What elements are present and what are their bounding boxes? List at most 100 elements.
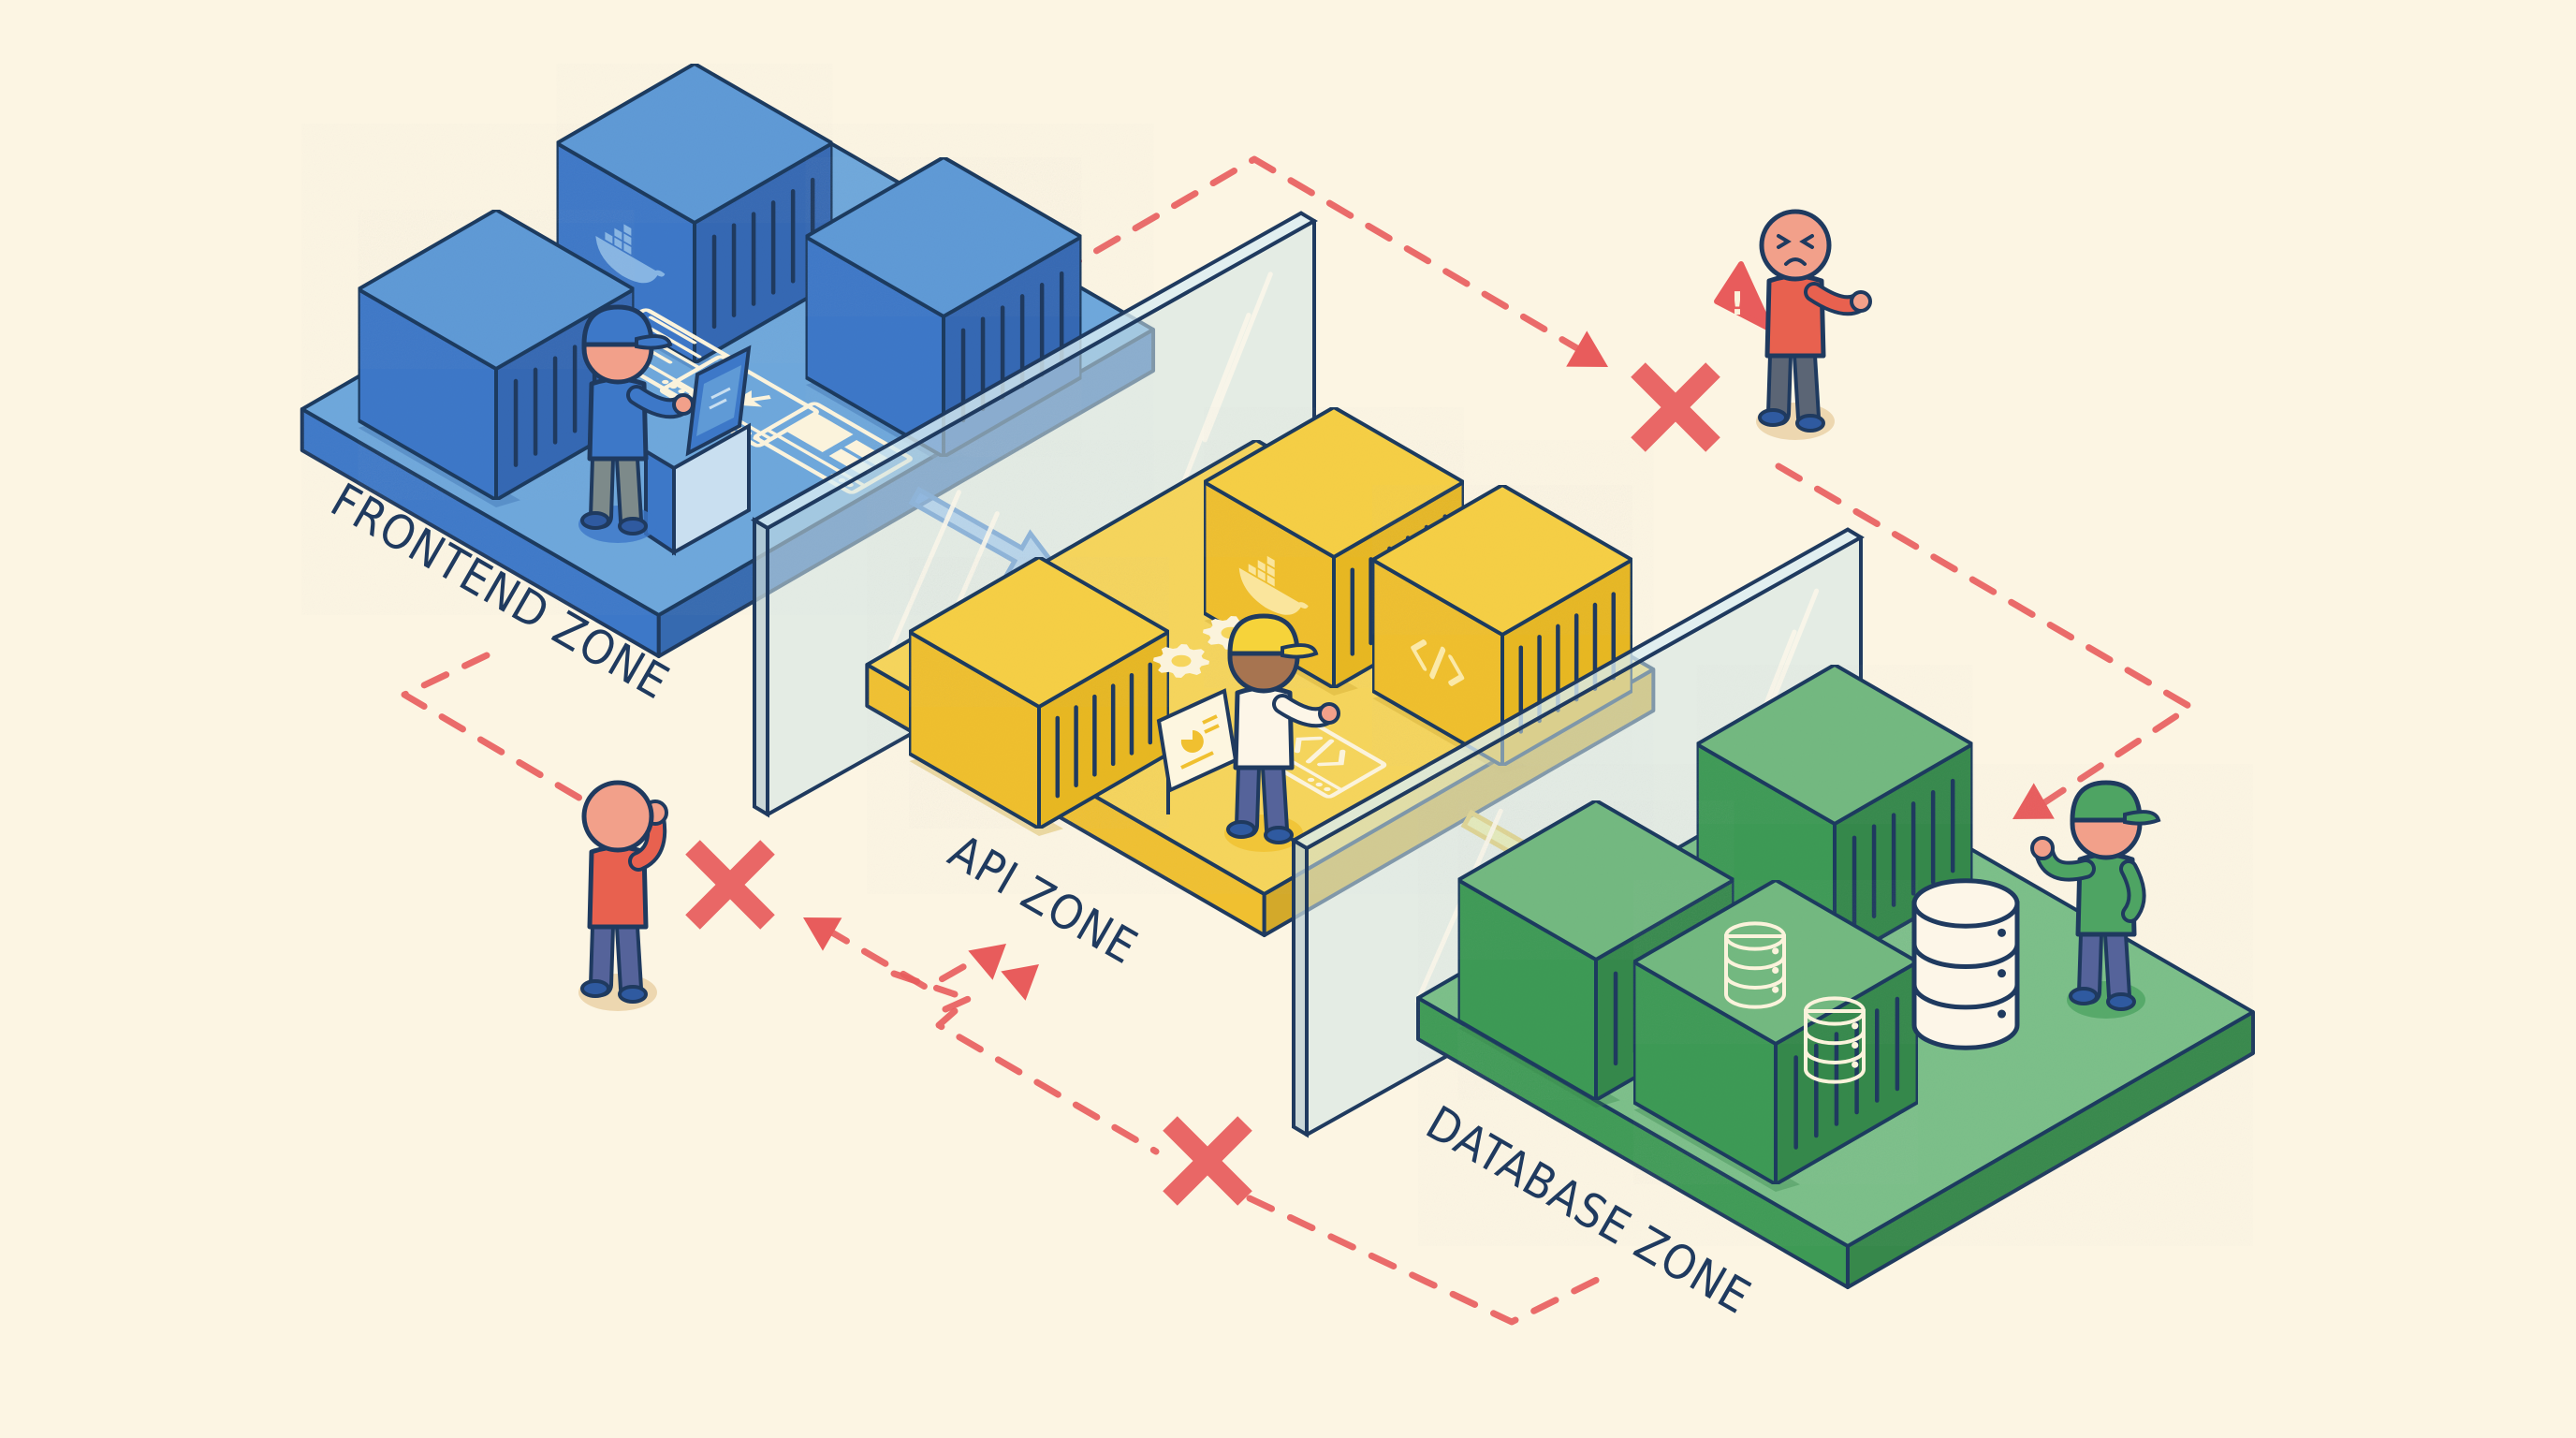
arrowhead	[1566, 330, 1608, 367]
text-line	[648, 315, 697, 345]
glass-edge	[1292, 837, 1309, 1138]
shoe	[580, 979, 610, 998]
docker-whale-body	[1238, 567, 1309, 615]
angry-user[interactable]	[1756, 209, 1872, 440]
x-stroke	[1631, 362, 1720, 452]
screen-text-line	[709, 398, 727, 410]
db-led	[1772, 966, 1779, 975]
window-dot	[1324, 786, 1331, 792]
blocked-x-left	[685, 840, 775, 930]
frontend-container-top-face	[803, 155, 1084, 318]
glass-top-edge	[751, 211, 1318, 531]
arrowhead-shape	[803, 917, 842, 951]
db-led	[1852, 1061, 1859, 1068]
api-container[interactable]	[907, 555, 1171, 836]
legs	[1238, 759, 1285, 838]
db-top	[1724, 921, 1786, 951]
window-dot	[662, 379, 669, 385]
shoe	[1758, 408, 1788, 427]
hardhat	[1227, 613, 1300, 656]
db-body	[1724, 934, 1786, 1009]
chart-line	[1204, 724, 1220, 734]
terminal-kiosk[interactable]	[644, 345, 752, 556]
warning-triangle	[1714, 261, 1774, 332]
db-body	[1911, 901, 2020, 1050]
blocked-x-bottom	[1163, 1116, 1252, 1206]
database-container[interactable]	[1632, 878, 1920, 1192]
frontend-container-docker[interactable]	[554, 62, 835, 371]
window-dot	[1315, 782, 1323, 787]
cap	[2070, 780, 2143, 823]
docker-crate	[614, 227, 622, 241]
frontend-developer[interactable]	[578, 304, 695, 543]
blocked-paths-back	[401, 155, 2194, 1326]
db-top	[1911, 878, 2020, 929]
cap	[581, 304, 654, 347]
db-led	[1998, 969, 2006, 978]
api-container-top-face	[907, 555, 1171, 709]
warning-icon: !	[1714, 261, 1774, 332]
db-ring	[1724, 975, 1786, 990]
db-led	[1772, 947, 1779, 955]
blocked-x-top	[1631, 362, 1720, 452]
db-led	[1852, 1022, 1859, 1030]
arm	[2123, 863, 2143, 919]
docker-crate	[1257, 569, 1266, 581]
blocked-user[interactable]	[578, 780, 668, 1011]
gear-hub	[1171, 654, 1192, 668]
glass-reflection	[1175, 313, 1251, 501]
gear-icon	[1153, 644, 1209, 678]
arrowhead	[803, 917, 842, 951]
hand	[1318, 702, 1340, 725]
database-admin[interactable]	[2030, 780, 2161, 1019]
arrowhead-shape	[2012, 783, 2055, 819]
cap-brim	[635, 334, 673, 350]
arrowhead	[2012, 783, 2055, 819]
overlay-markers: !	[578, 209, 1872, 1206]
code-glyph	[1294, 736, 1346, 767]
docker-crate	[1248, 564, 1256, 576]
docker-whale-body	[595, 236, 666, 284]
kiosk-screen	[696, 365, 741, 436]
legs	[2081, 926, 2128, 1005]
shoe	[618, 985, 648, 1004]
chart-line	[1180, 751, 1214, 770]
blocked-route-api-b	[942, 989, 987, 1013]
pie-chart-icon	[1180, 730, 1204, 753]
docker-crate	[1266, 574, 1275, 587]
shoe	[1264, 826, 1294, 844]
docker-crate	[605, 231, 613, 244]
glass-top-edge	[1290, 527, 1865, 851]
database-icon	[1724, 921, 1786, 1009]
screen-text-line	[710, 387, 731, 400]
docker-icon	[595, 224, 666, 284]
legs	[1770, 347, 1817, 426]
warning-exclaim: !	[1730, 286, 1745, 323]
hand	[1850, 290, 1872, 313]
db-led	[1852, 1041, 1859, 1049]
shoe	[618, 517, 648, 536]
window-dot	[1307, 777, 1315, 783]
docker-crate	[1266, 555, 1275, 568]
blocked-route-api-a	[822, 925, 985, 991]
arrowhead-shape	[1001, 964, 1039, 1001]
hand	[672, 393, 695, 416]
db-top	[1804, 996, 1866, 1026]
docker-crate	[1266, 565, 1275, 578]
blocked-route-left	[401, 652, 659, 846]
angry-face	[1777, 234, 1814, 266]
database-container-top-face	[1456, 799, 1736, 961]
blocked-route-bottom-b	[1246, 1195, 1604, 1326]
shoe	[580, 511, 610, 530]
cap-brim	[2123, 810, 2161, 826]
cap-brim	[1281, 643, 1319, 659]
api-engineer[interactable]	[1224, 613, 1340, 852]
glass-reflection	[1202, 271, 1273, 443]
arrowhead	[1001, 964, 1039, 1001]
database-zone[interactable]	[1416, 663, 2255, 1289]
legs	[593, 450, 639, 529]
db-ring	[1911, 984, 2020, 1010]
frontend-container-docker-top-face	[554, 62, 835, 225]
